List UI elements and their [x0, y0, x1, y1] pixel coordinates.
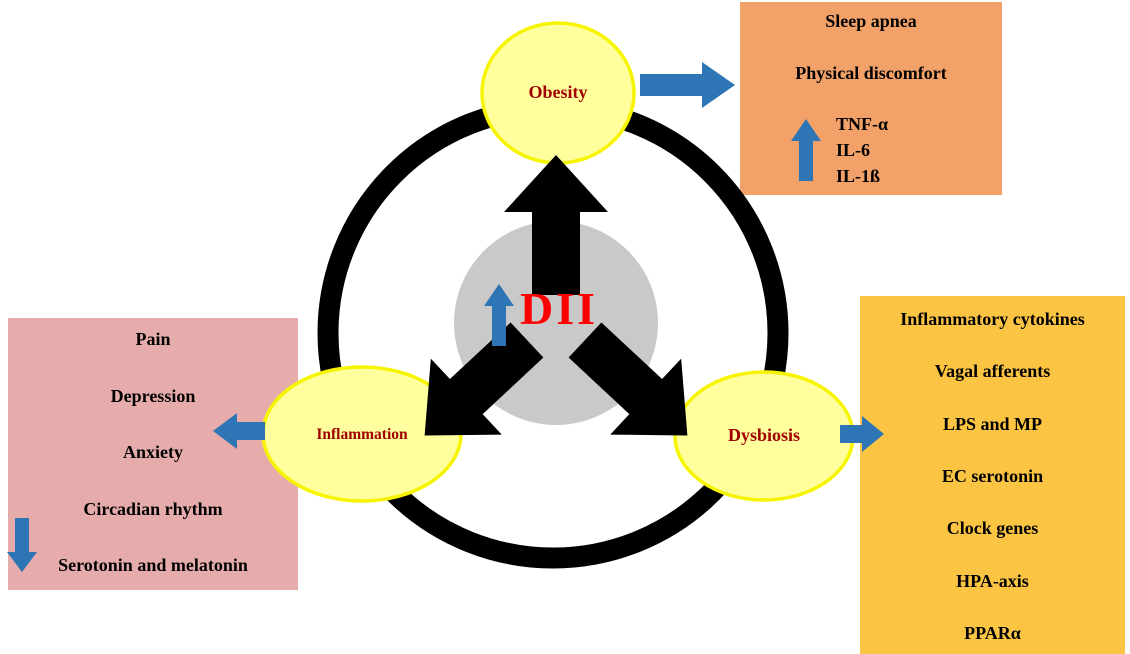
mood-box-item: Anxiety	[123, 442, 183, 462]
gut-box-item: HPA-axis	[956, 570, 1029, 591]
arrow-obesity-to-effects	[640, 62, 735, 108]
mood-box-item: Circadian rhythm	[83, 498, 223, 519]
cytokine-item: IL-1ß	[836, 166, 881, 186]
dysbiosis-effects-box: Inflammatory cytokines Vagal afferents L…	[860, 296, 1125, 654]
inflammation-effects-box: Pain Depression Anxiety Circadian rhythm…	[8, 318, 298, 590]
arrow-dii-to-obesity	[504, 155, 608, 295]
obesity-effects-box: Sleep apnea Physical discomfort TNF-α IL…	[740, 2, 1002, 195]
cytokine-item: TNF-α	[836, 114, 889, 134]
physical-discomfort-text: Physical discomfort	[795, 63, 947, 83]
dii-label: DII	[520, 283, 599, 334]
serotonin-melatonin-text: Serotonin and melatonin	[58, 555, 248, 575]
mood-box-item: Depression	[110, 385, 196, 406]
mood-box-item: Pain	[135, 329, 171, 349]
cytokine-list: TNF-α IL-6 IL-1ß	[836, 111, 888, 189]
gut-box-item: LPS and MP	[942, 413, 1043, 434]
inflammation-label: Inflammation	[316, 426, 408, 443]
dysbiosis-label: Dysbiosis	[727, 425, 801, 445]
obesity-label: Obesity	[528, 82, 588, 102]
sleep-apnea-text: Sleep apnea	[825, 11, 917, 31]
gut-box-item: Inflammatory cytokines	[900, 309, 1085, 329]
gut-box-item: EC serotonin	[941, 465, 1044, 486]
dii-increase-arrow-icon	[484, 284, 514, 346]
gut-box-item: Vagal afferents	[934, 361, 1051, 382]
cytokine-item: IL-6	[836, 140, 871, 160]
gut-box-item: PPARα	[964, 622, 1021, 643]
gut-box-item: Clock genes	[946, 518, 1039, 539]
